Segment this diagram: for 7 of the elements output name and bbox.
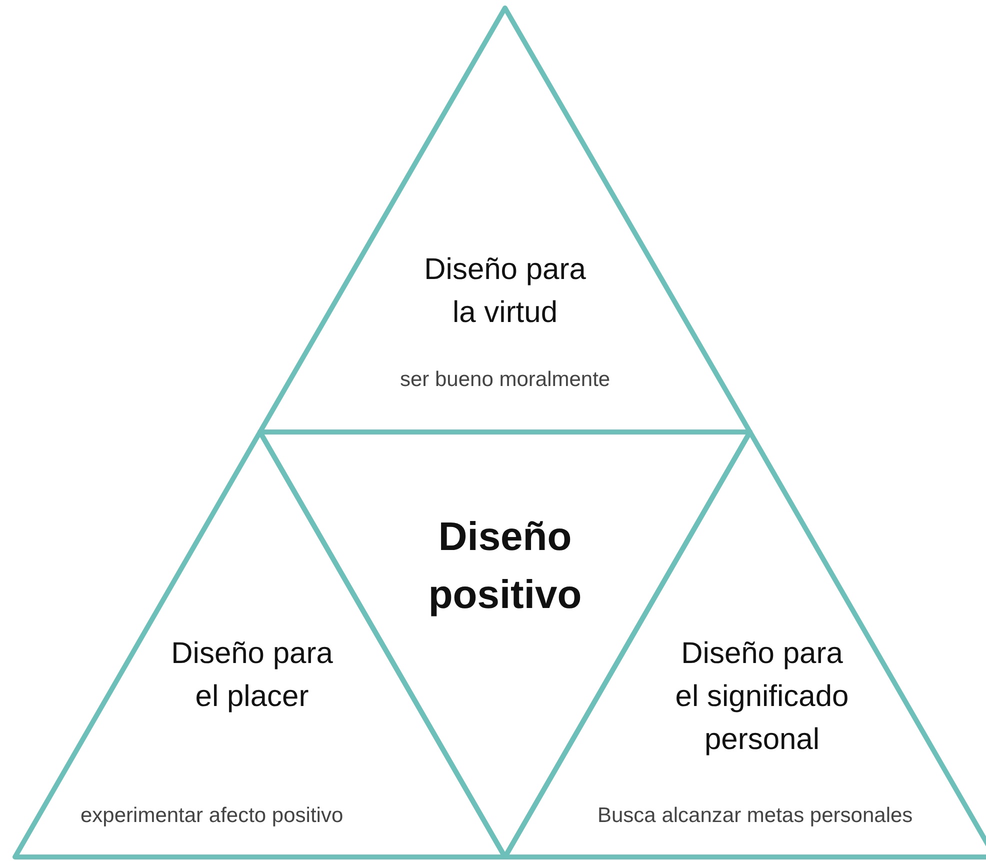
section-subtitle: ser bueno moralmente: [400, 368, 610, 392]
section-title: Diseño para el significado personal: [674, 636, 850, 758]
section-subtitle: experimentar afecto positivo: [80, 804, 344, 828]
section-title: Diseño para el placer: [170, 636, 334, 715]
section-subtitle: Busca alcanzar metas personales: [598, 804, 913, 828]
center-title: Diseño positivo: [427, 514, 583, 619]
section-title: Diseño para la virtud: [423, 252, 587, 331]
